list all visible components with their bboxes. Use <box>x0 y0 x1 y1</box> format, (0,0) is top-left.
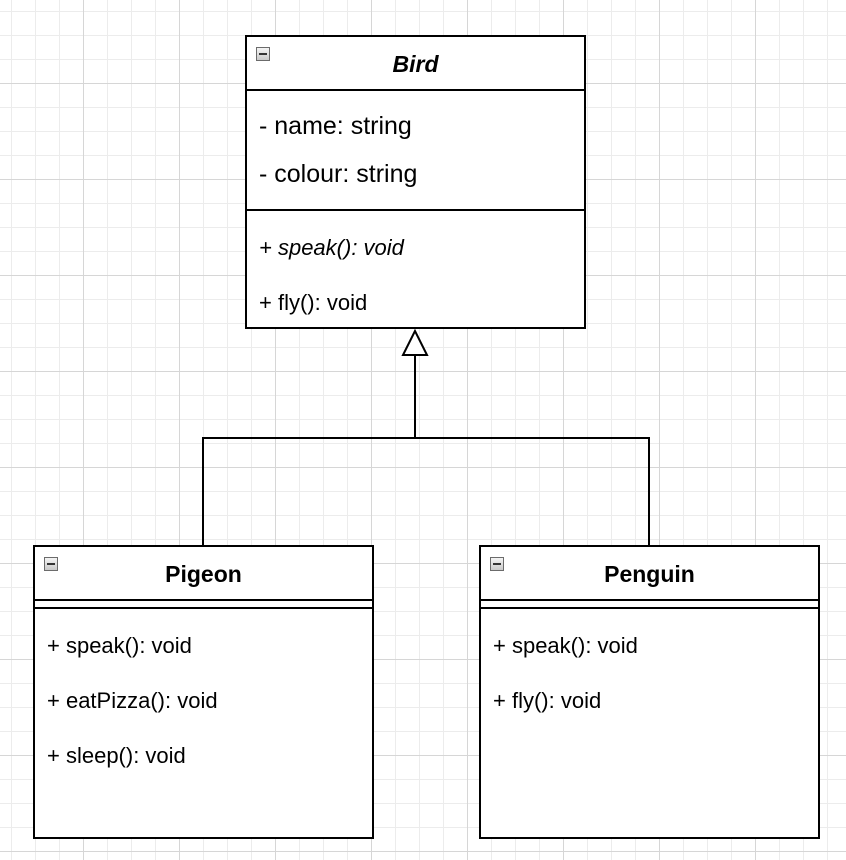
class-penguin-attributes <box>481 601 818 609</box>
class-penguin-operations: + speak(): void + fly(): void <box>481 609 818 809</box>
collapse-icon[interactable] <box>44 557 58 571</box>
class-penguin[interactable]: Penguin + speak(): void + fly(): void <box>479 545 820 839</box>
collapse-icon[interactable] <box>490 557 504 571</box>
operation-speak: + speak(): void <box>493 633 638 658</box>
generalization-arrowhead <box>401 328 429 356</box>
class-pigeon-operations: + speak(): void + eatPizza(): void + sle… <box>35 609 372 809</box>
class-bird-header[interactable]: Bird <box>247 37 584 91</box>
class-bird[interactable]: Bird - name: string - colour: string + s… <box>245 35 586 329</box>
class-pigeon-attributes <box>35 601 372 609</box>
attribute-name: - name: string <box>259 112 412 140</box>
operation-speak: + speak(): void <box>47 633 192 658</box>
operation-fly: + fly(): void <box>259 290 368 315</box>
class-pigeon-header[interactable]: Pigeon <box>35 547 372 601</box>
operation-eat-pizza: + eatPizza(): void <box>47 688 218 713</box>
class-pigeon-name: Pigeon <box>165 561 242 587</box>
collapse-icon[interactable] <box>256 47 270 61</box>
generalization-line-pigeon <box>202 437 650 546</box>
operation-fly: + fly(): void <box>493 688 602 713</box>
class-penguin-header[interactable]: Penguin <box>481 547 818 601</box>
class-bird-name: Bird <box>392 51 439 77</box>
class-bird-attributes: - name: string - colour: string <box>247 91 584 211</box>
class-pigeon[interactable]: Pigeon + speak(): void + eatPizza(): voi… <box>33 545 374 839</box>
class-bird-operations: + speak(): void + fly(): void <box>247 211 584 325</box>
operation-speak: + speak(): void <box>259 235 404 260</box>
operation-sleep: + sleep(): void <box>47 743 186 768</box>
class-penguin-name: Penguin <box>604 561 695 587</box>
attribute-colour: - colour: string <box>259 160 418 188</box>
